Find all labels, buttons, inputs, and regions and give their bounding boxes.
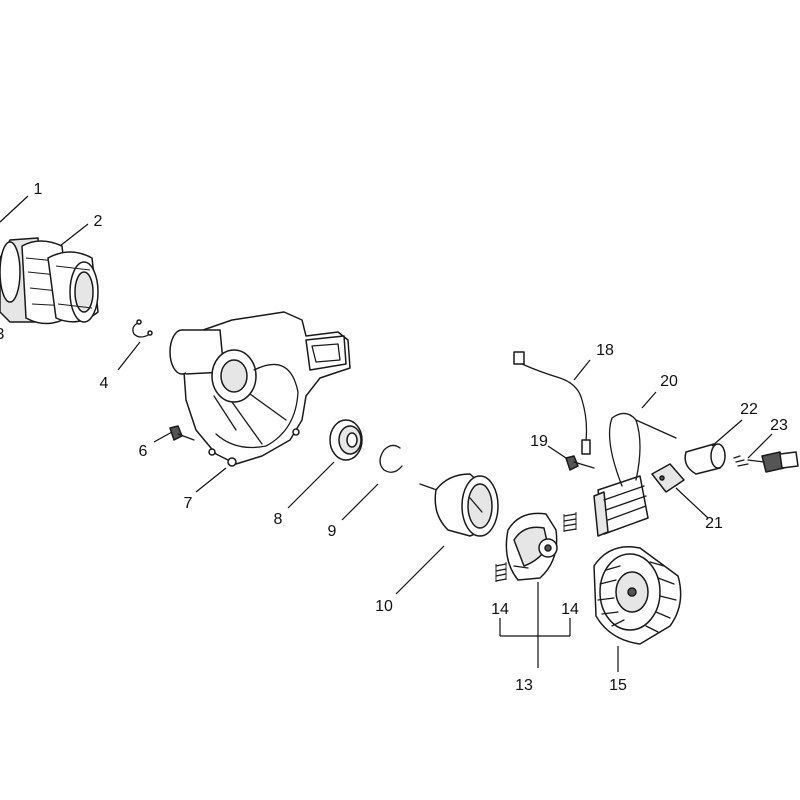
leader-lines	[0, 195, 773, 672]
part-18-ground-wire	[513, 351, 591, 455]
part-23-spark-plug	[733, 451, 799, 473]
label-18: 18	[596, 342, 614, 359]
label-9: 9	[328, 523, 337, 540]
label-23: 23	[770, 417, 788, 434]
label-3: 3	[0, 326, 5, 343]
part-10-clutch-drum	[419, 473, 499, 537]
label-21: 21	[705, 515, 723, 532]
part-7-crankcase-housing	[169, 311, 351, 467]
part-9-snap-ring	[379, 444, 403, 473]
label-1: 1	[34, 181, 43, 198]
part-19-screw	[565, 455, 595, 471]
label-6: 6	[139, 443, 148, 460]
label-13: 13	[515, 677, 533, 694]
label-15: 15	[609, 677, 627, 694]
part-4-circlip	[132, 319, 153, 338]
label-14-right: 14	[561, 601, 579, 618]
label-2: 2	[94, 213, 103, 230]
part-14-spring-left	[495, 562, 507, 582]
label-7: 7	[184, 495, 193, 512]
label-8: 8	[274, 511, 283, 528]
part-21-clip	[651, 463, 685, 493]
label-22: 22	[740, 401, 758, 418]
label-4: 4	[100, 375, 109, 392]
label-14-left: 14	[491, 601, 509, 618]
part-clutch-housing-assembly	[0, 237, 99, 325]
part-22-plug-cap	[684, 443, 726, 475]
part-8-bearing	[329, 419, 363, 461]
label-10: 10	[375, 598, 393, 615]
part-15-flywheel	[593, 546, 682, 645]
label-20: 20	[660, 373, 678, 390]
callout-labels: 1 2 3 4 6 7 8 9 10 14 14 13 15 18 19 20 …	[0, 181, 788, 694]
part-14-spring-right	[563, 512, 577, 532]
part-6-bolt	[169, 425, 195, 441]
part-13-clutch-assembly	[505, 512, 558, 581]
label-19: 19	[530, 433, 548, 450]
part-20-ignition-coil	[593, 412, 677, 537]
